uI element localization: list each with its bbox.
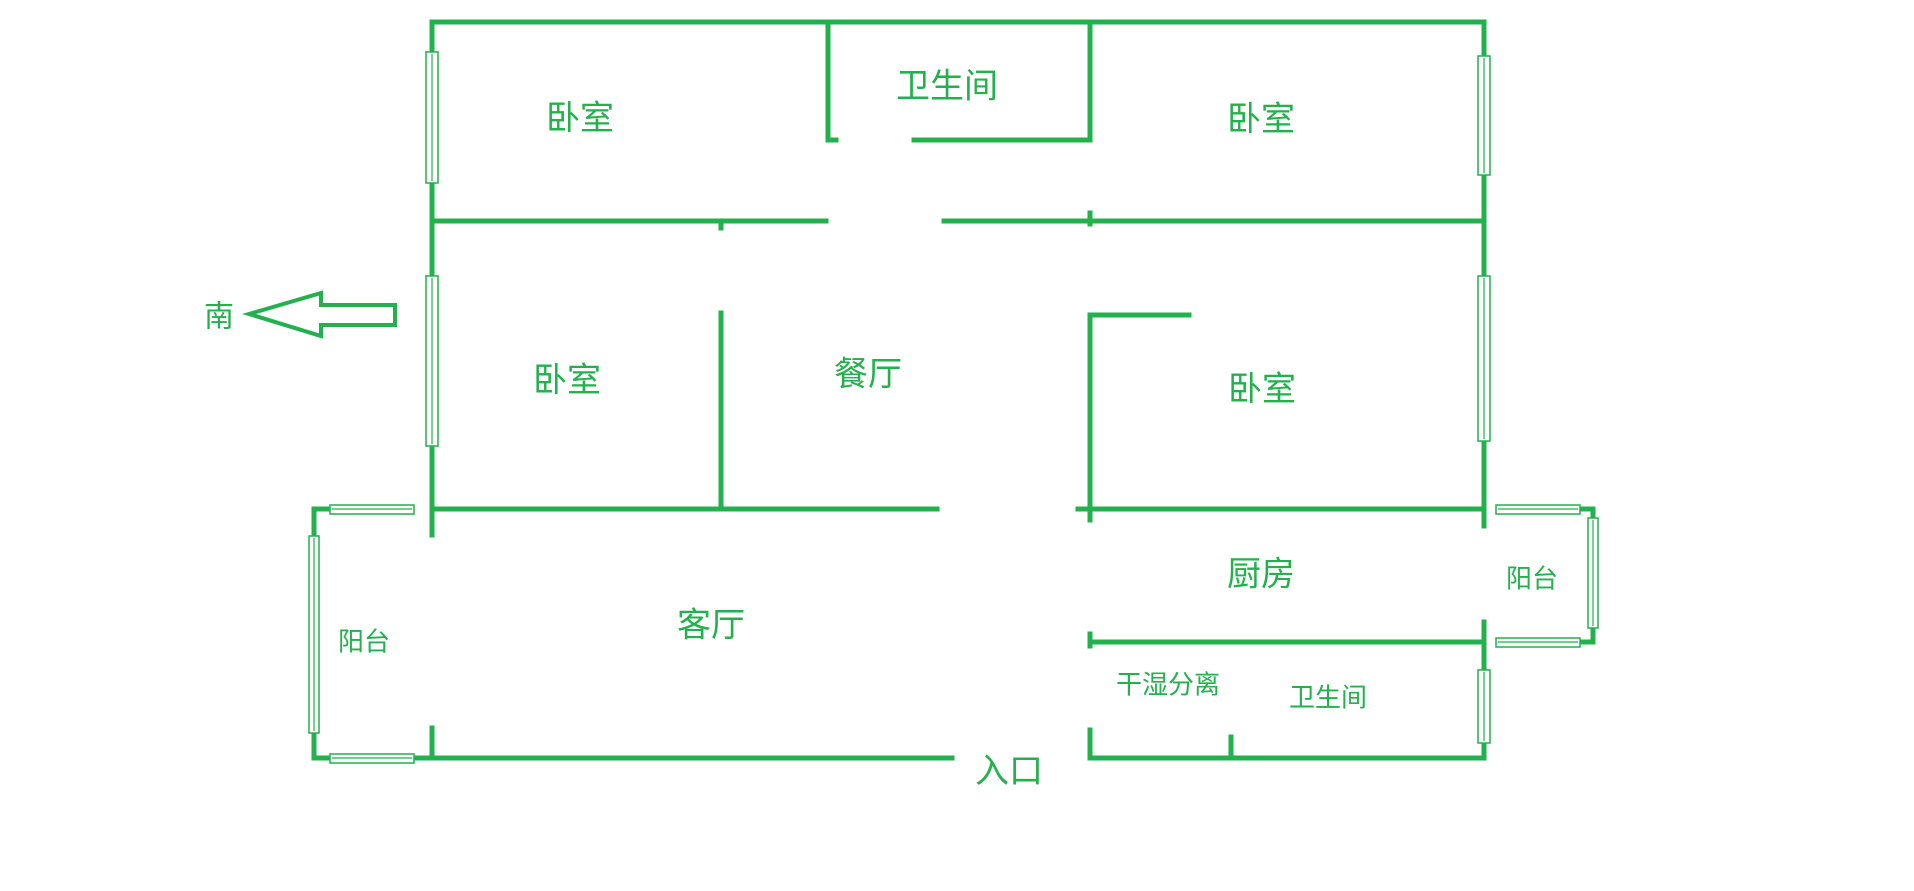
room-label-dry-wet-separation: 干湿分离 [1116, 671, 1220, 701]
window-left-mid [425, 275, 439, 447]
windows [308, 51, 1599, 764]
window-balcony-left-bottom [329, 753, 415, 764]
entrance-label: 入口 [975, 752, 1043, 792]
window-balcony-left-top [329, 504, 415, 515]
window-balcony-right-top [1495, 504, 1581, 515]
walls [311, 19, 1596, 761]
arrow-left-icon [242, 290, 397, 339]
window-right-upper [1477, 55, 1491, 176]
room-label-bedroom-mid-right: 卧室 [1228, 370, 1296, 410]
room-label-kitchen: 厨房 [1227, 555, 1295, 595]
window-right-bathroom [1477, 669, 1491, 744]
window-left-upper [425, 51, 439, 184]
window-right-mid [1477, 275, 1491, 442]
room-label-bathroom-top: 卫生间 [896, 67, 998, 107]
room-label-bathroom-bottom: 卫生间 [1289, 684, 1367, 714]
window-balcony-left-side [308, 535, 320, 734]
room-label-balcony-left: 阳台 [338, 628, 390, 658]
window-balcony-right-side [1587, 517, 1599, 629]
room-label-dining-room: 餐厅 [834, 355, 902, 395]
compass-label: 南 [204, 300, 234, 335]
window-balcony-right-bottom [1495, 637, 1581, 648]
compass: 南 [204, 290, 397, 339]
room-label-balcony-right: 阳台 [1506, 565, 1558, 595]
room-label-bedroom-top-left: 卧室 [546, 99, 614, 139]
room-label-living-room: 客厅 [677, 606, 745, 646]
room-label-bedroom-top-right: 卧室 [1227, 100, 1295, 140]
room-label-bedroom-mid-left: 卧室 [533, 361, 601, 401]
room-labels: 卧室 卫生间 卧室 卧室 餐厅 卧室 客厅 阳台 厨房 阳台 干湿分离 卫生间 … [338, 67, 1558, 792]
